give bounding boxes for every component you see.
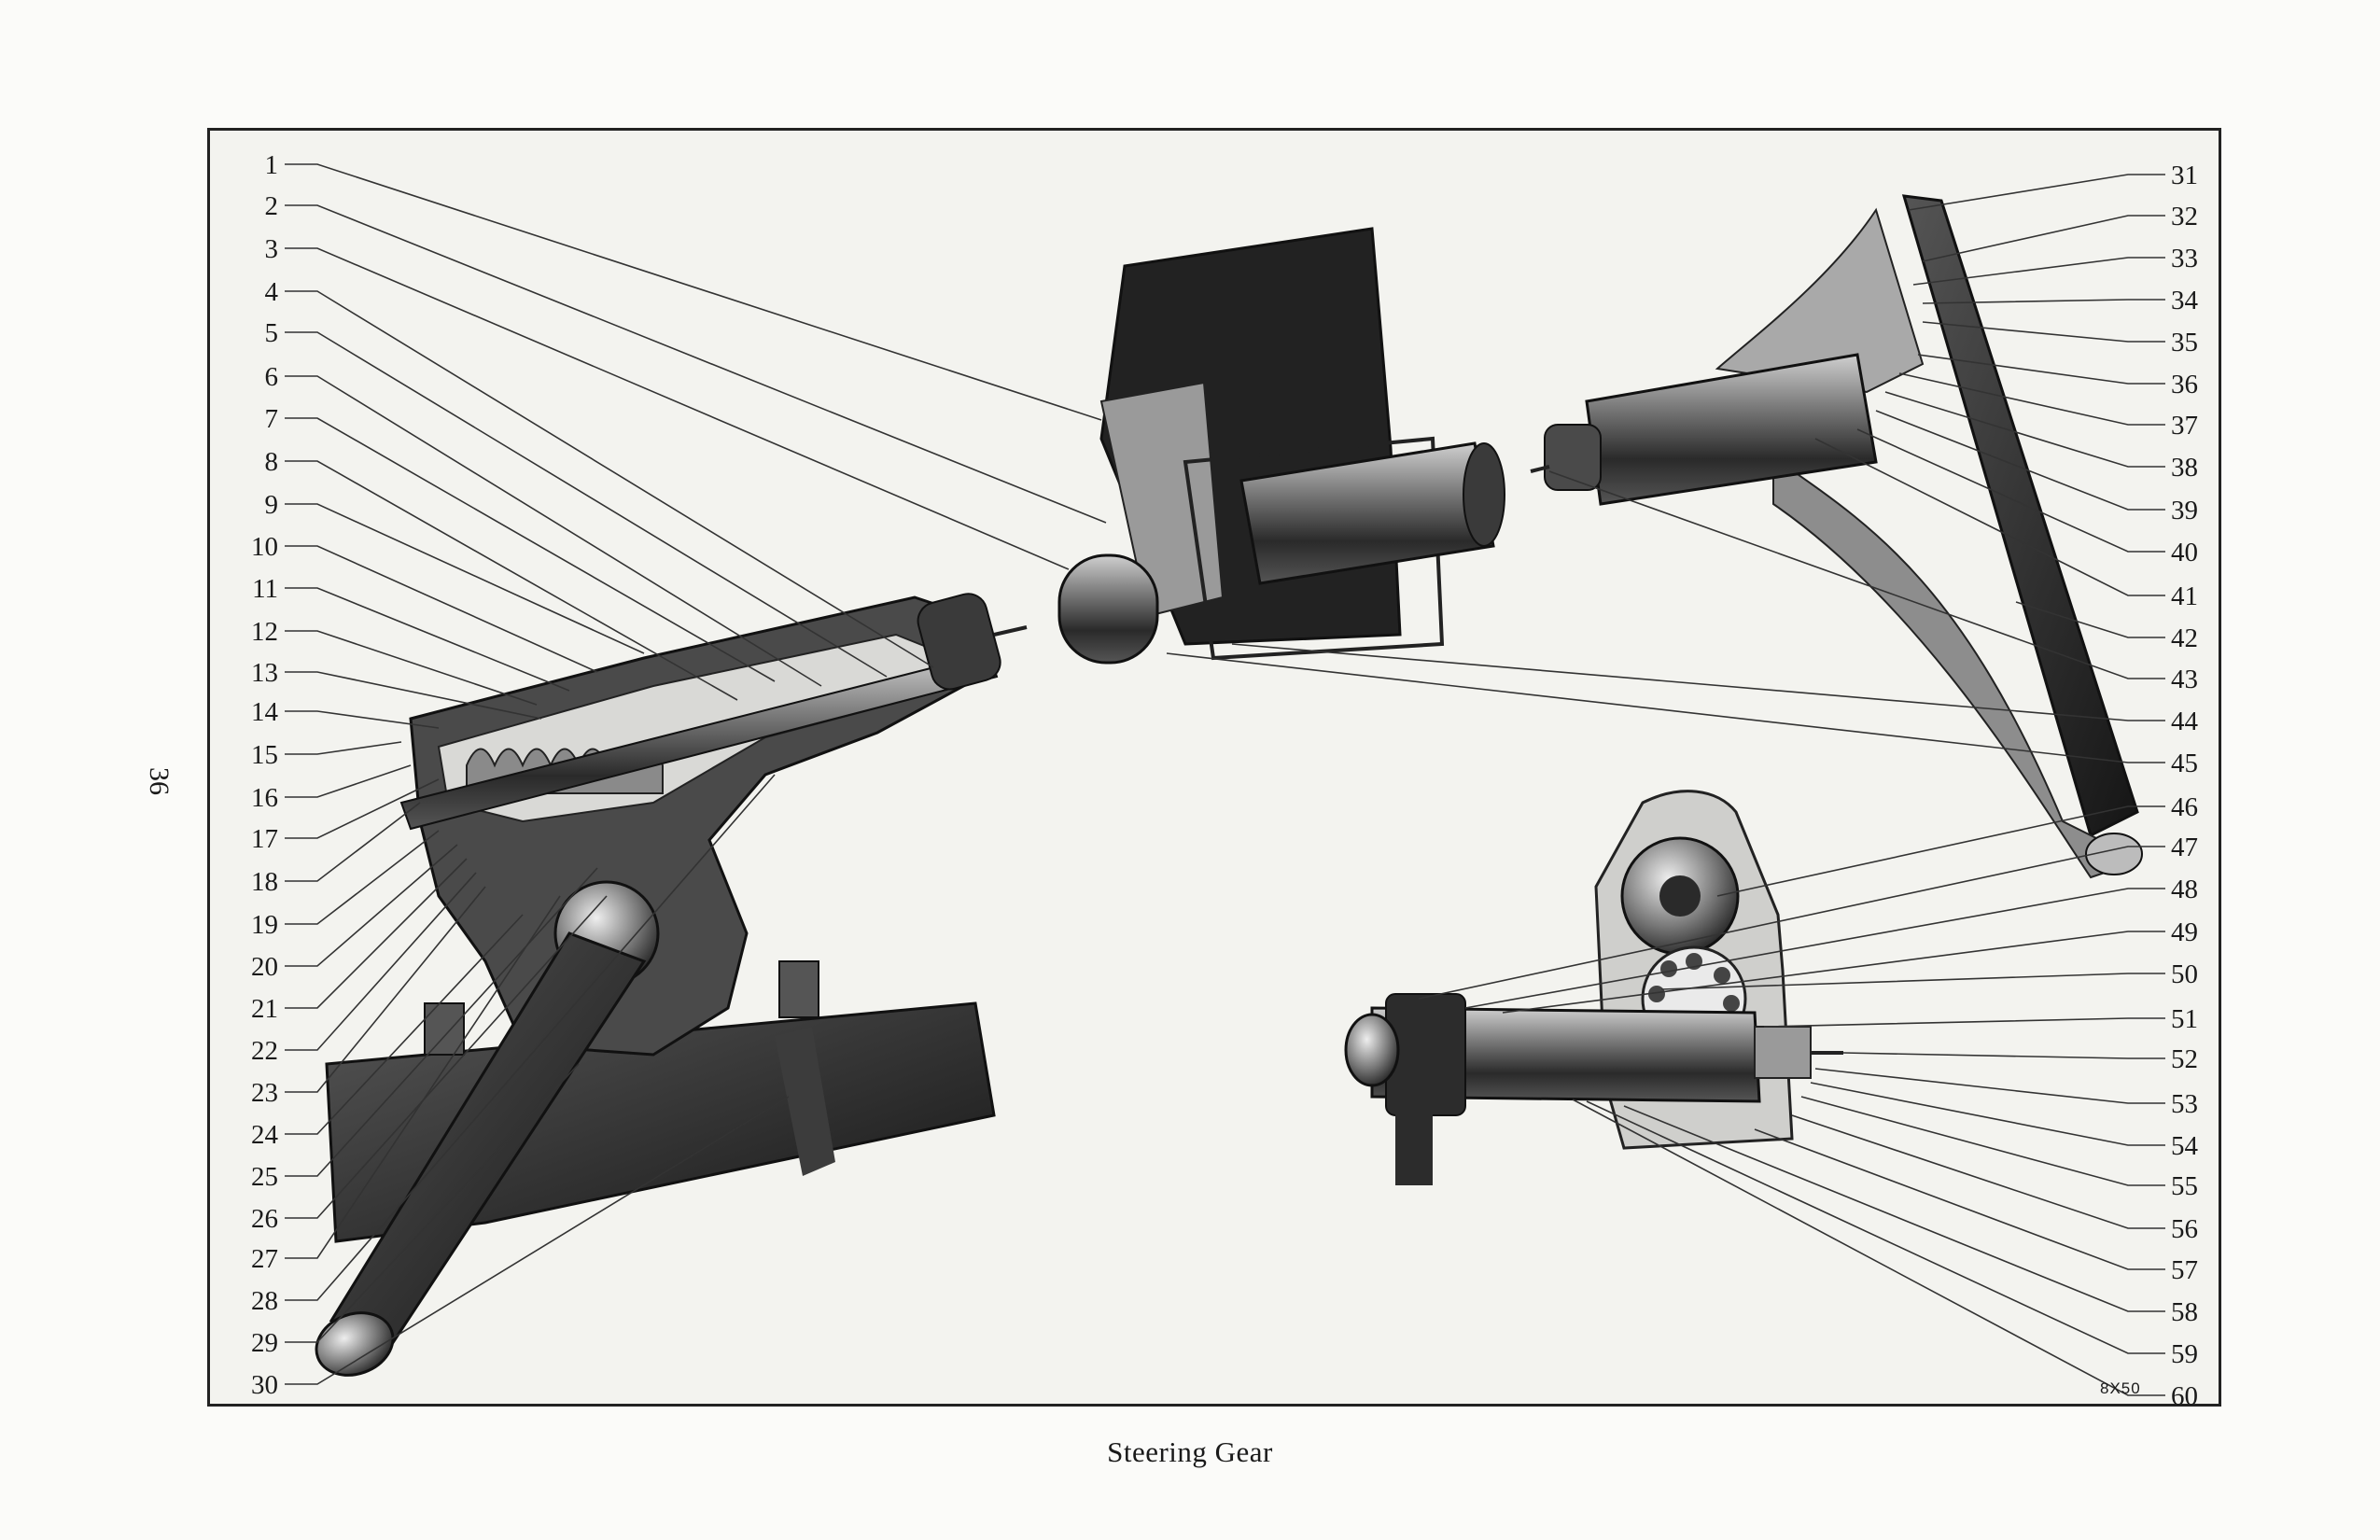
part-label-22: 22 [251,1036,278,1066]
plate-code: 8X50 [2100,1379,2141,1397]
part-label-49: 49 [2171,917,2198,947]
part-label-52: 52 [2171,1044,2198,1074]
steering-wheel-hub-assembly [1530,194,2143,879]
part-label-59: 59 [2171,1339,2198,1369]
part-label-41: 41 [2171,581,2198,611]
part-label-2: 2 [265,191,279,221]
part-label-27: 27 [251,1244,278,1274]
part-label-16: 16 [251,783,278,813]
part-label-47: 47 [2171,833,2198,862]
part-label-10: 10 [251,532,278,562]
part-label-4: 4 [265,277,279,307]
left-gear-assembly [315,593,1028,1377]
part-label-26: 26 [251,1204,278,1234]
gear-cross-section [1344,790,1843,1185]
part-label-14: 14 [251,697,279,727]
part-label-31: 31 [2171,161,2198,190]
part-label-32: 32 [2171,202,2198,231]
figure-caption: Steering Gear [1107,1435,1273,1468]
part-label-60: 60 [2171,1381,2198,1411]
part-label-18: 18 [251,867,278,897]
part-label-17: 17 [251,824,278,854]
part-label-9: 9 [265,490,279,520]
part-label-55: 55 [2171,1171,2198,1201]
part-label-33: 33 [2171,244,2198,273]
leader-lines-right [1166,174,2165,1396]
part-label-56: 56 [2171,1214,2198,1244]
part-label-40: 40 [2171,538,2198,567]
part-label-15: 15 [251,740,278,770]
part-label-45: 45 [2171,749,2198,778]
part-label-46: 46 [2171,792,2198,822]
part-label-43: 43 [2171,665,2198,694]
labels-left: 1 2 3 4 5 6 7 8 9 10 11 12 13 14 15 16 1… [251,150,279,1400]
part-label-12: 12 [251,617,278,647]
part-label-29: 29 [251,1328,278,1358]
part-label-25: 25 [251,1162,278,1192]
part-label-44: 44 [2171,707,2199,736]
part-label-39: 39 [2171,496,2198,525]
part-label-36: 36 [2171,370,2198,399]
part-label-20: 20 [251,952,278,982]
part-label-54: 54 [2171,1131,2199,1161]
part-label-1: 1 [265,150,279,180]
column-jacket-assembly [1057,227,1505,665]
part-label-23: 23 [251,1078,278,1108]
part-label-53: 53 [2171,1089,2198,1119]
part-label-28: 28 [251,1286,278,1316]
part-label-13: 13 [251,658,278,688]
part-label-57: 57 [2171,1255,2198,1285]
part-label-50: 50 [2171,959,2198,989]
part-label-37: 37 [2171,411,2198,441]
part-label-42: 42 [2171,623,2198,653]
part-label-34: 34 [2171,286,2199,315]
part-label-21: 21 [251,994,278,1024]
part-label-8: 8 [265,447,279,477]
part-label-38: 38 [2171,453,2198,483]
part-label-30: 30 [251,1370,278,1400]
part-label-58: 58 [2171,1297,2198,1327]
part-label-51: 51 [2171,1004,2198,1034]
part-label-24: 24 [251,1120,279,1150]
part-label-3: 3 [265,234,279,264]
part-label-5: 5 [265,318,279,348]
part-label-48: 48 [2171,875,2198,904]
part-label-19: 19 [251,910,278,940]
part-label-7: 7 [265,404,279,434]
part-label-11: 11 [252,574,278,604]
labels-right: 31 32 33 34 35 36 37 38 39 40 41 42 43 4… [2171,161,2199,1411]
part-label-35: 35 [2171,328,2198,357]
leader-lines-left [285,163,1107,1385]
part-label-6: 6 [265,362,279,392]
